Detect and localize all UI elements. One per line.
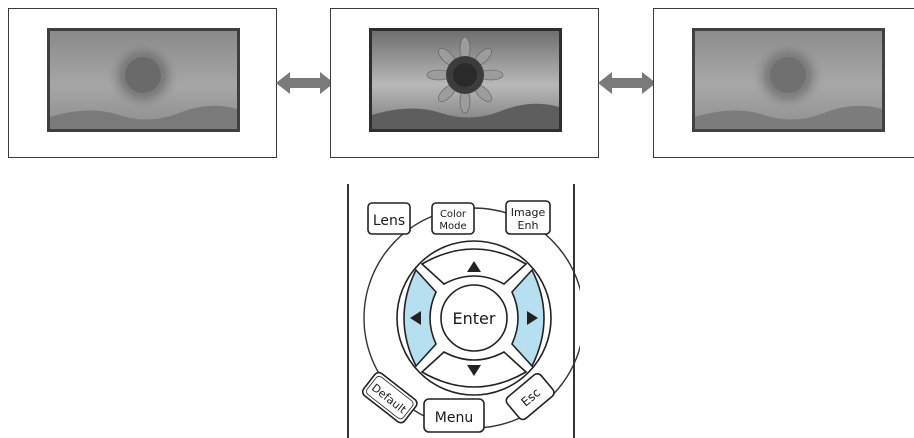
down-button[interactable] <box>420 351 528 388</box>
esc-button[interactable]: Esc <box>504 372 556 422</box>
double-arrow-icon-left <box>276 70 334 100</box>
down-arrow-icon <box>467 365 481 376</box>
right-button[interactable] <box>511 268 545 368</box>
left-arrow-icon <box>410 311 421 325</box>
color-mode-label-line1: Color <box>440 209 467 220</box>
sunflower-image-left <box>47 28 240 132</box>
lens-button[interactable]: Lens <box>367 202 411 235</box>
sunflower-image-middle <box>369 28 562 132</box>
enter-button[interactable]: Enter <box>440 284 508 352</box>
screen-frame-middle <box>330 8 599 158</box>
color-mode-label-line2: Mode <box>439 221 466 232</box>
remote-control: Lens Color Mode Image Enh Enter Def <box>347 184 580 438</box>
up-button[interactable] <box>420 248 528 285</box>
default-button[interactable]: Default <box>361 371 419 425</box>
menu-label: Menu <box>435 410 473 426</box>
double-arrow-icon-right <box>598 70 656 100</box>
image-enh-label-line2: Enh <box>518 219 539 232</box>
up-arrow-icon <box>467 261 481 272</box>
enter-label: Enter <box>453 309 496 328</box>
right-arrow-icon <box>527 311 538 325</box>
image-enh-button[interactable]: Image Enh <box>505 200 551 235</box>
color-mode-button[interactable]: Color Mode <box>431 202 475 235</box>
menu-button[interactable]: Menu <box>423 398 485 433</box>
sunflower-image-right <box>692 28 885 132</box>
image-enh-label-line1: Image <box>511 206 546 219</box>
lens-label: Lens <box>373 213 405 229</box>
screen-frame-right <box>653 8 914 158</box>
screen-frame-left <box>8 8 277 158</box>
left-button[interactable] <box>403 268 437 368</box>
